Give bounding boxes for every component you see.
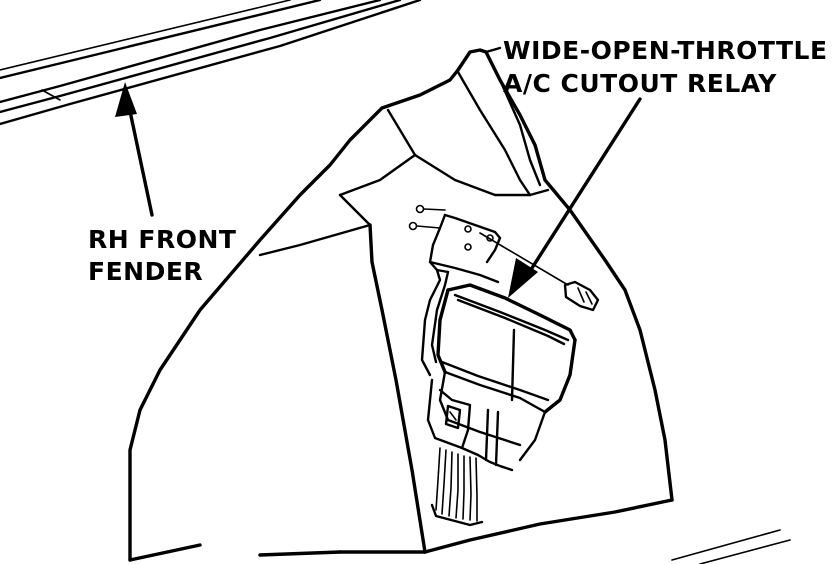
- relay-connector: [426, 378, 514, 472]
- relay-callout-arrow: [508, 97, 642, 298]
- fender-label-line1: RH FRONT: [88, 225, 236, 254]
- lower-fender-edge: [671, 529, 791, 564]
- wire-harness: [430, 447, 484, 527]
- relay-label-leader: [484, 46, 502, 54]
- relay-bracket: [420, 213, 502, 377]
- relay-label-line1: WIDE-OPEN-THROTTLE: [503, 36, 828, 65]
- fender-label-line2: FENDER: [88, 257, 203, 286]
- fender-callout-arrow: [115, 82, 154, 217]
- relay-body: [436, 283, 577, 462]
- inner-fender-panel: [128, 48, 674, 562]
- fender-edge: [0, 0, 422, 126]
- relay-label-line2: A/C CUTOUT RELAY: [503, 69, 777, 98]
- mounting-hardware: [408, 204, 600, 312]
